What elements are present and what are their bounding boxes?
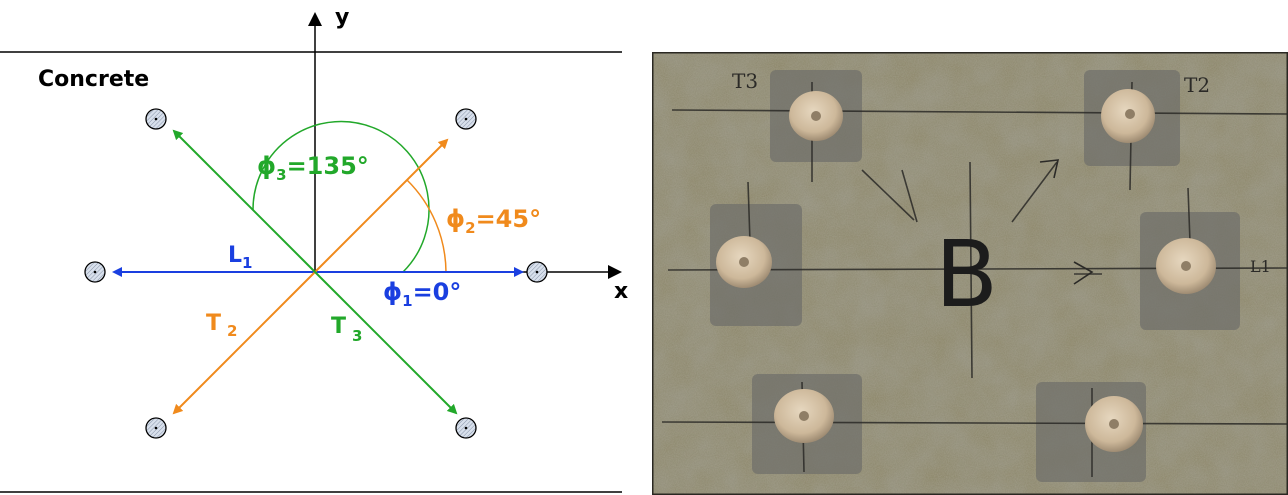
T3-up-arrow [172, 129, 316, 273]
label-phi1: ϕ1=0° [383, 278, 461, 310]
anchor-top-left [145, 108, 167, 130]
photo-mark-B: B [935, 221, 998, 328]
anchor-left [84, 261, 106, 283]
anchor-top-right [455, 108, 477, 130]
T2-down-arrow [172, 271, 316, 415]
phi2-angle-arc [406, 179, 447, 273]
label-L1: L1 [228, 243, 252, 272]
photo-mark-T2: T2 [1184, 73, 1210, 97]
photo-mark-L1: L1 [1250, 257, 1271, 276]
pencil-arrow-up-right [1039, 159, 1060, 179]
photo-mark-T3: T3 [732, 69, 758, 93]
x-axis-label: x [614, 279, 628, 304]
T3-down-arrow [314, 271, 458, 415]
pencil-arrow-right [1073, 261, 1094, 285]
label-phi2: ϕ2=45° [446, 205, 541, 237]
label-phi3: ϕ3=135° [257, 152, 369, 184]
specimen-photo: B T3 T2 L1 [652, 52, 1288, 495]
anchor-glue-dots [716, 89, 1216, 452]
anchor-bottom-left [145, 417, 167, 439]
y-axis-label: y [335, 5, 349, 30]
T2-up-arrow [314, 138, 449, 273]
phi3-angle-arc [252, 120, 430, 273]
anchor-right [526, 261, 548, 283]
anchor-bottom-right [455, 417, 477, 439]
material-label: Concrete [38, 67, 149, 92]
